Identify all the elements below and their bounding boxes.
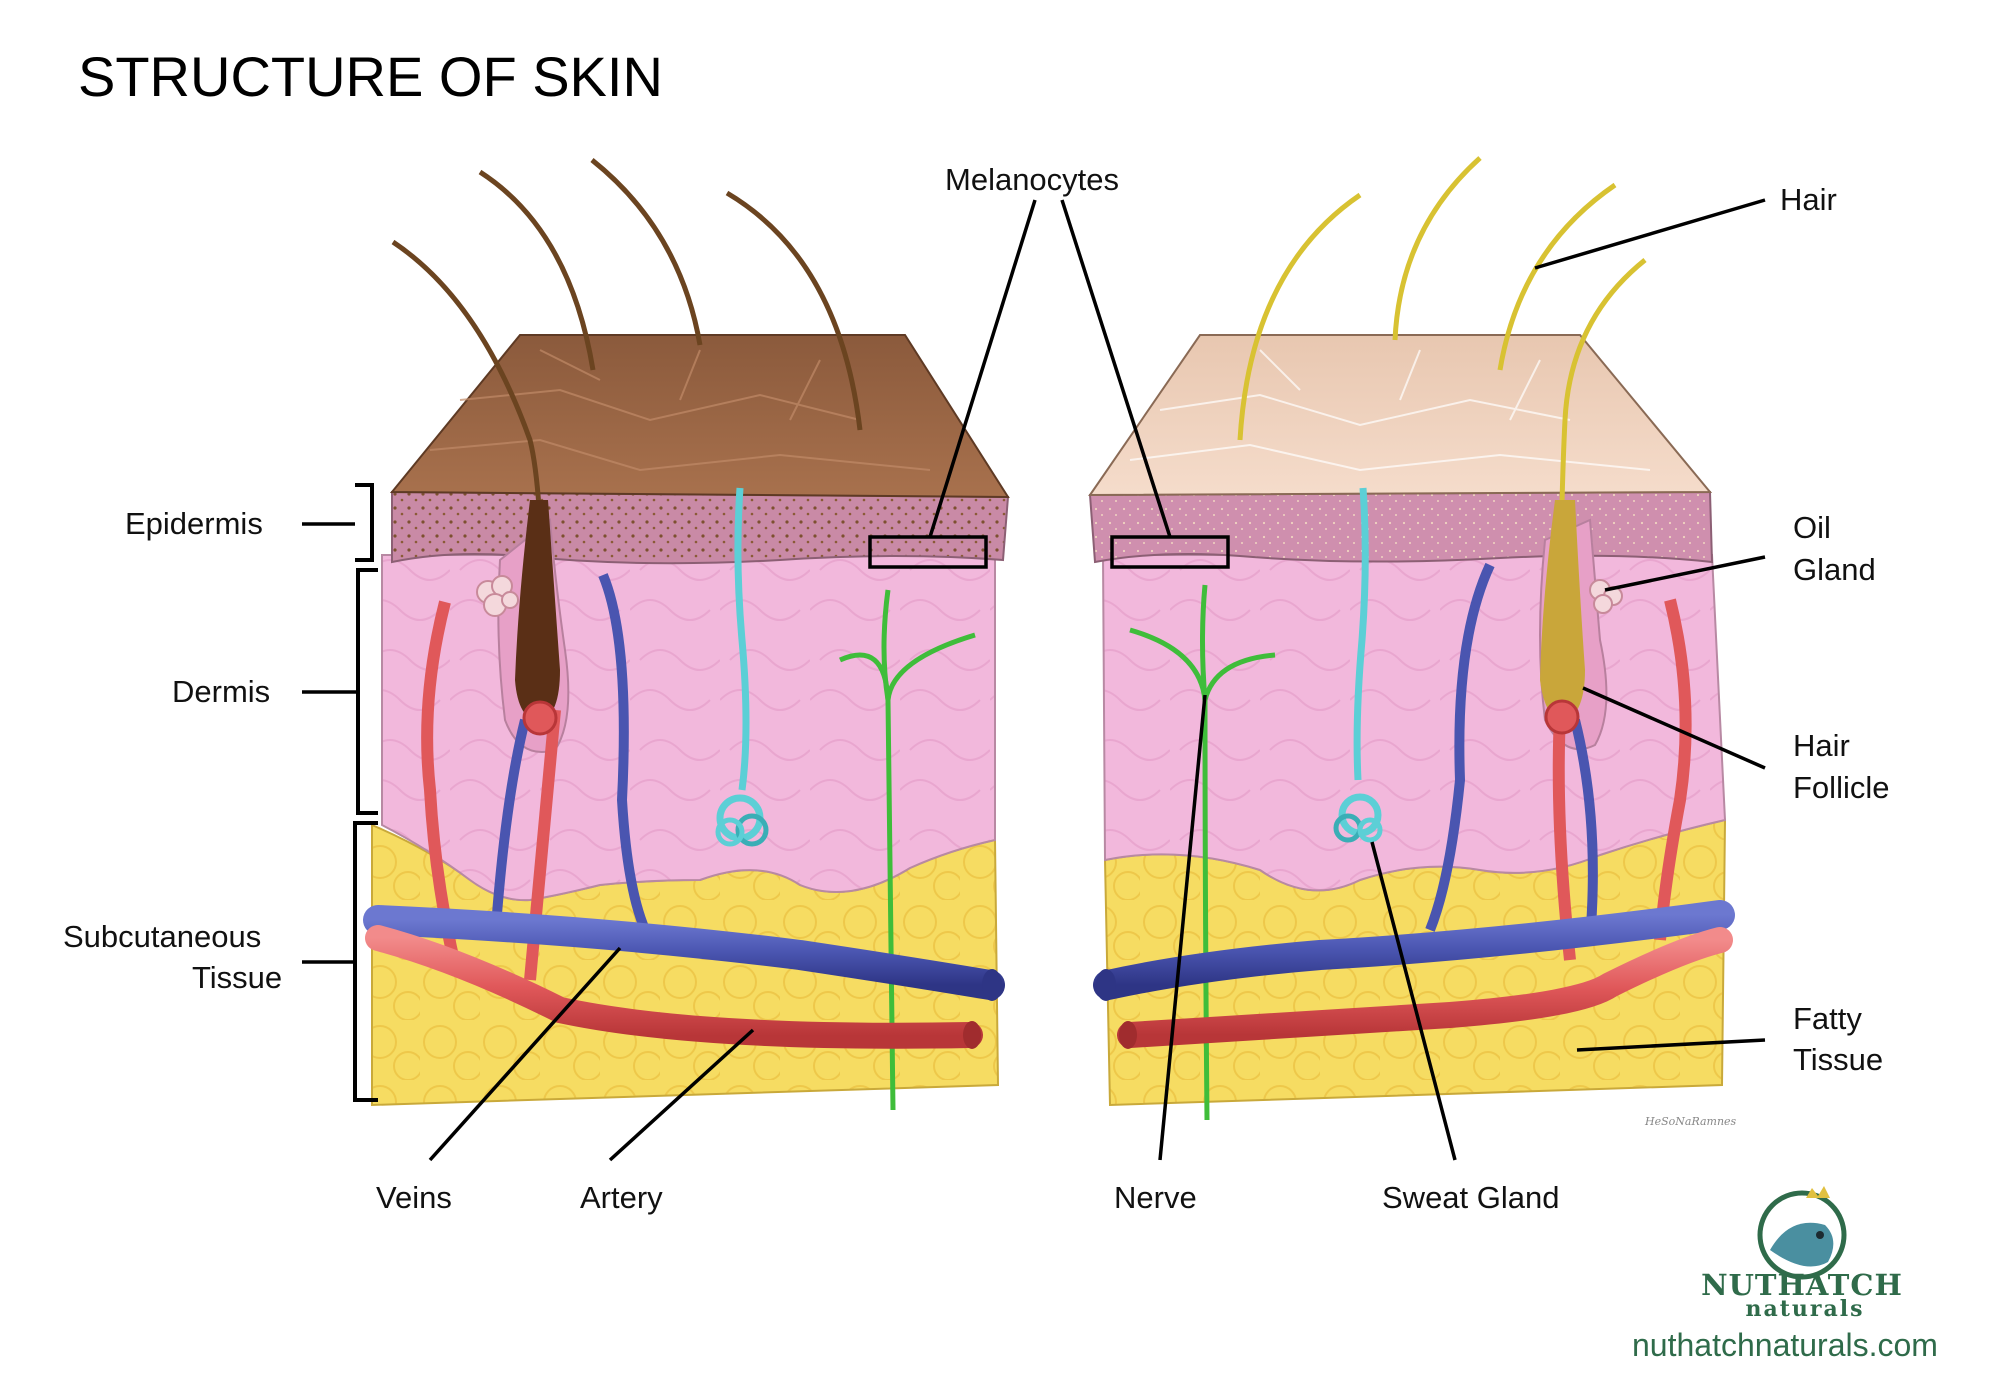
- label-melanocytes: Melanocytes: [945, 162, 1119, 197]
- nerve-right: [1129, 584, 1276, 1121]
- label-fatty-tissue-line1: Fatty: [1793, 1001, 1862, 1036]
- oil-gland-left: [476, 575, 519, 617]
- label-oil-gland-line1: Oil: [1793, 510, 1831, 545]
- artery-branch-right-2: [1654, 598, 1692, 941]
- epidermis-layer-left: [391, 490, 1010, 565]
- label-hair-follicle-line2: Follicle: [1793, 770, 1889, 805]
- vein-branch-left-1: [490, 718, 530, 941]
- nuthatch-bird-logo-icon: [1757, 1186, 1847, 1280]
- labels: Melanocytes Hair Epidermis Dermis Subcut…: [63, 162, 1889, 1215]
- label-epidermis: Epidermis: [125, 506, 263, 541]
- brand-logo: NUTHATCH naturals nuthatchnaturals.com: [1632, 1186, 1938, 1363]
- label-artery: Artery: [580, 1180, 663, 1215]
- hair-root-left: [515, 500, 560, 722]
- skin-surface-texture-left: [429, 349, 931, 472]
- brand-url: nuthatchnaturals.com: [1632, 1327, 1938, 1363]
- label-subcutaneous-line2: Tissue: [192, 960, 282, 995]
- vein-main-right: [1093, 900, 1735, 1000]
- page-title: STRUCTURE OF SKIN: [78, 45, 663, 108]
- hair-strand-left-3: [590, 158, 703, 346]
- hair-strand-left-4: [725, 190, 863, 431]
- layer-brackets: [302, 483, 378, 1102]
- label-fatty-tissue-line2: Tissue: [1793, 1042, 1883, 1077]
- hair-root-right: [1540, 500, 1585, 722]
- label-sweat-gland: Sweat Gland: [1382, 1180, 1560, 1215]
- skin-surface-left: [389, 334, 1010, 499]
- label-oil-gland-line2: Gland: [1793, 552, 1876, 587]
- label-nerve: Nerve: [1114, 1180, 1197, 1215]
- vein-opening-left: [982, 969, 1002, 1001]
- hair-strand-right-1: [1237, 192, 1362, 441]
- label-subcutaneous-line1: Subcutaneous: [63, 919, 261, 954]
- epidermis-layer-right: [1088, 490, 1714, 564]
- label-veins: Veins: [376, 1180, 452, 1215]
- leader-lines: [428, 198, 1766, 1162]
- vein-branch-right-2: [1570, 718, 1598, 941]
- hair-strand-left-2: [478, 169, 596, 371]
- hair-strand-right-3: [1497, 182, 1617, 371]
- sweat-gland-coil-left: [715, 794, 769, 847]
- hair-papilla-right: [1544, 699, 1580, 735]
- artery-main-left: [365, 925, 983, 1049]
- oil-gland-right: [1589, 579, 1623, 614]
- brand-subname: naturals: [1746, 1296, 1865, 1322]
- vein-branch-right-1: [1425, 562, 1495, 932]
- hair-strand-right-2: [1392, 156, 1482, 341]
- vein-branch-left-2: [598, 573, 655, 943]
- artery-opening-right: [1119, 1021, 1137, 1049]
- artery-main-right: [1117, 927, 1733, 1048]
- artery-opening-left: [963, 1021, 981, 1049]
- label-hair: Hair: [1780, 182, 1837, 217]
- dermis-layer-right: [1101, 554, 1727, 892]
- sweat-duct-left: [734, 487, 750, 791]
- dermis-bracket: [356, 568, 378, 815]
- melanocyte-box-left: [868, 535, 988, 569]
- dermis-layer-left: [381, 554, 996, 902]
- light-skin-block: HeSoNaRamnes: [1088, 156, 1737, 1128]
- dark-skin-block: [363, 158, 1010, 1111]
- epidermis-bracket: [355, 483, 374, 562]
- nerve-left: [838, 589, 976, 1111]
- hair-papilla-left: [522, 700, 558, 736]
- sweat-duct-right: [1353, 487, 1369, 781]
- vein-opening-right: [1096, 969, 1116, 1001]
- label-hair-follicle-line1: Hair: [1793, 728, 1850, 763]
- label-dermis: Dermis: [172, 674, 270, 709]
- vein-main-left: [363, 905, 1005, 1000]
- artist-signature: HeSoNaRamnes: [1644, 1115, 1737, 1128]
- skin-surface-texture-right: [1129, 349, 1651, 472]
- sweat-gland-coil-right: [1333, 793, 1383, 843]
- brand-name: NUTHATCH: [1701, 1268, 1903, 1302]
